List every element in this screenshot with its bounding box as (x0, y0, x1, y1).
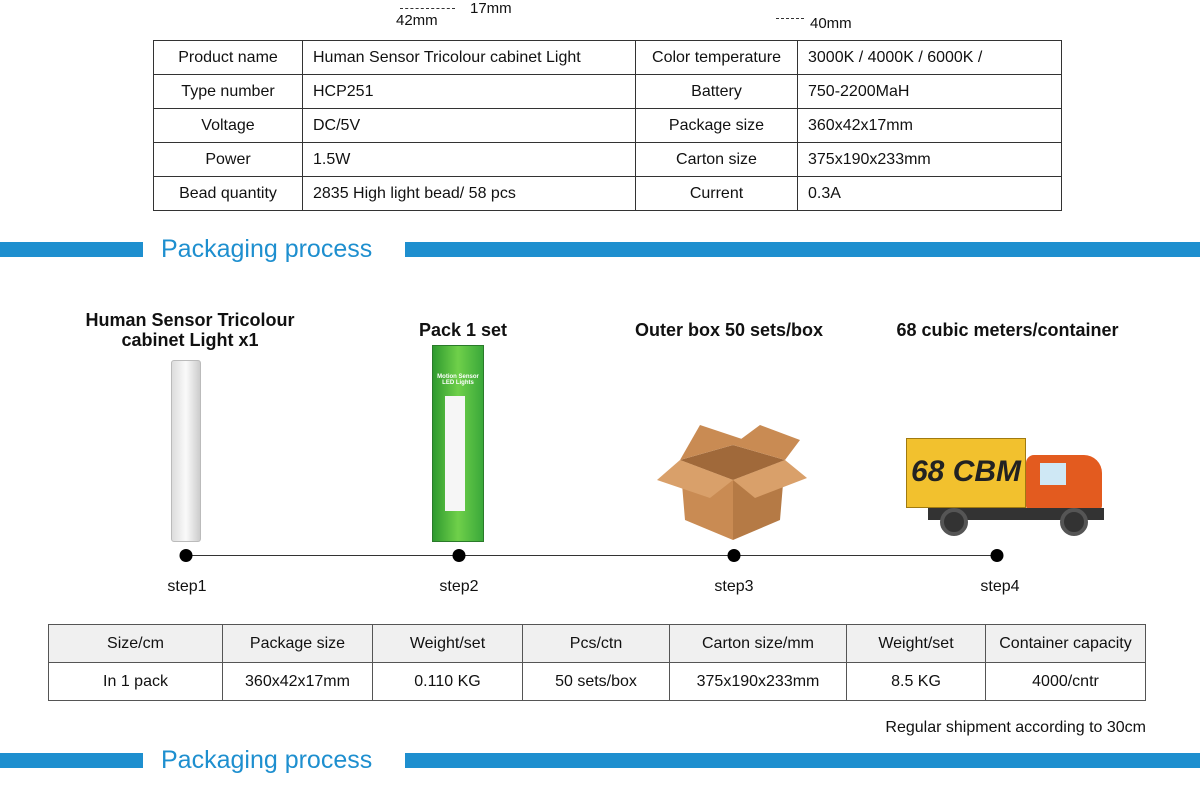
step-title-3: Outer box 50 sets/box (634, 320, 824, 340)
spec-label: Package size (635, 108, 798, 143)
spec-label: Voltage (153, 108, 303, 143)
carton-box-image (657, 425, 807, 540)
dimension-17mm: 17mm (470, 0, 512, 17)
step-label-2: step2 (439, 578, 479, 595)
section-bar-right-2 (405, 753, 1200, 768)
step-label-1: step1 (167, 578, 207, 595)
spec-label: Carton size (635, 142, 798, 177)
truck-cargo: 68 CBM (906, 438, 1026, 508)
spec-label: Battery (635, 74, 798, 109)
section-bar-left (0, 242, 143, 257)
spec-value: DC/5V (302, 108, 636, 143)
step-label-3: step3 (714, 578, 754, 595)
spec-label: Power (153, 142, 303, 177)
section-title: Packaging process (161, 235, 373, 263)
table-header: Pcs/ctn (522, 624, 670, 663)
table-cell: 8.5 KG (846, 662, 986, 701)
spec-value: 360x42x17mm (797, 108, 1062, 143)
spec-value: 1.5W (302, 142, 636, 177)
spec-value: 375x190x233mm (797, 142, 1062, 177)
step-title-1: Human Sensor Tricolour cabinet Light x1 (85, 310, 295, 350)
step-dot-4 (990, 549, 1004, 562)
timeline-line (186, 555, 997, 556)
dimension-40mm: 40mm (810, 15, 852, 32)
table-cell: 4000/cntr (985, 662, 1146, 701)
table-cell: 0.110 KG (372, 662, 523, 701)
truck-window (1040, 463, 1066, 485)
spec-value: 0.3A (797, 176, 1062, 211)
spec-label: Current (635, 176, 798, 211)
step-title-2: Pack 1 set (418, 320, 508, 340)
spec-label: Product name (153, 40, 303, 75)
spec-value: HCP251 (302, 74, 636, 109)
retail-box-image: Motion Sensor LED Lights (432, 345, 484, 542)
table-header: Container capacity (985, 624, 1146, 663)
spec-value: 750-2200MaH (797, 74, 1062, 109)
dimension-42mm: 42mm (396, 12, 438, 29)
step-label-4: step4 (980, 578, 1020, 595)
truck-wheel (940, 508, 968, 536)
table-cell: 375x190x233mm (669, 662, 847, 701)
truck-cargo-text: 68 CBM (910, 455, 1022, 488)
table-header: Weight/set (372, 624, 523, 663)
section-title-2: Packaging process (161, 746, 373, 774)
dimension-line (400, 8, 455, 9)
table-cell: 50 sets/box (522, 662, 670, 701)
box-label: Motion Sensor LED Lights (437, 374, 479, 386)
table-header: Weight/set (846, 624, 986, 663)
step-dot-2 (452, 549, 466, 562)
table-header: Package size (222, 624, 373, 663)
spec-value: Human Sensor Tricolour cabinet Light (302, 40, 636, 75)
shipment-note: Regular shipment according to 30cm (885, 719, 1146, 736)
table-cell: 360x42x17mm (222, 662, 373, 701)
light-bar-image (171, 360, 201, 542)
step-dot-3 (727, 549, 741, 562)
table-header: Carton size/mm (669, 624, 847, 663)
spec-label: Color temperature (635, 40, 798, 75)
table-cell: In 1 pack (48, 662, 223, 701)
section-bar-left-2 (0, 753, 143, 768)
dimension-line (776, 18, 804, 19)
truck-wheel (1060, 508, 1088, 536)
step-title-4: 68 cubic meters/container (896, 320, 1119, 340)
box-window (445, 396, 465, 511)
spec-value: 2835 High light bead/ 58 pcs (302, 176, 636, 211)
spec-label: Bead quantity (153, 176, 303, 211)
table-header: Size/cm (48, 624, 223, 663)
spec-value: 3000K / 4000K / 6000K / (797, 40, 1062, 75)
section-bar-right (405, 242, 1200, 257)
step-dot-1 (179, 549, 193, 562)
spec-label: Type number (153, 74, 303, 109)
